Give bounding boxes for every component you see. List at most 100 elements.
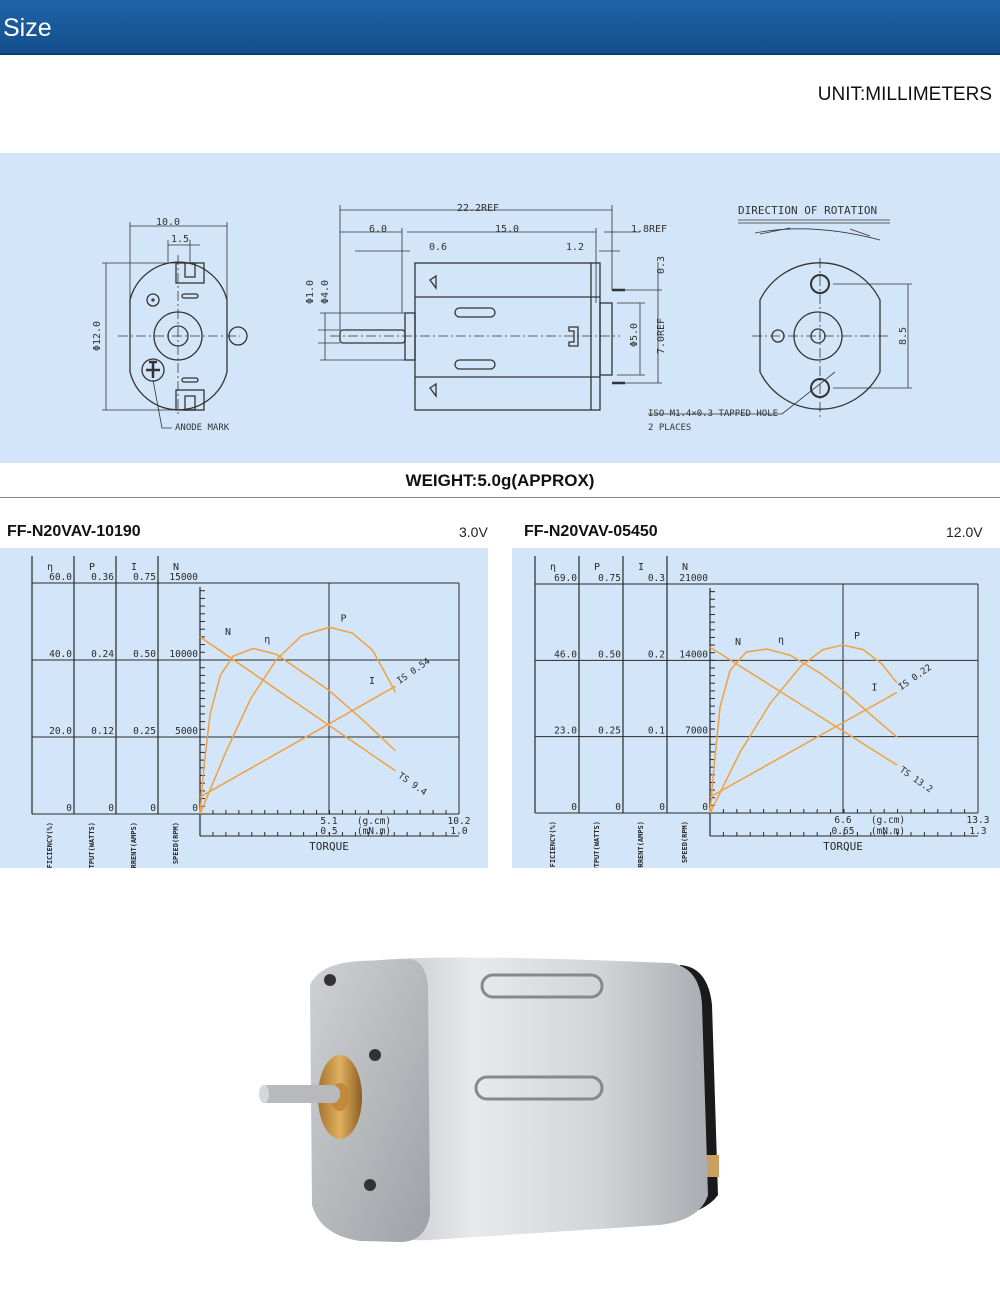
y-tick-label: 0 <box>702 802 708 813</box>
series-label: N <box>225 627 231 638</box>
series-label: η <box>264 634 270 645</box>
dim-terminal-span: 7.0REF <box>656 318 667 354</box>
dimension-drawing: 10.0 1.5 Φ12.0 ANODE MARK 22.2REF 6.0 15… <box>92 203 912 433</box>
x-axis-unit: (mN.m) <box>357 826 391 837</box>
y-tick-label: 46.0 <box>554 649 577 660</box>
x-tick-label: 1.3 <box>969 826 986 837</box>
dim-terminal: 0.3 <box>656 256 667 274</box>
x-tick-label: 0.65 <box>832 826 855 837</box>
series-label: η <box>778 635 784 646</box>
y-tick-label: 0 <box>108 803 114 814</box>
x-tick-label: 1.0 <box>450 826 467 837</box>
y-tick-label: 0 <box>192 803 198 814</box>
y-axis-label: SPEED(RPM) <box>172 822 180 864</box>
chart-2-voltage: 12.0V <box>946 524 983 540</box>
series-label: P <box>854 631 860 642</box>
y-tick-label: 5000 <box>175 726 198 737</box>
x-axis-title: TORQUE <box>823 840 863 853</box>
y-tick-label: 0.1 <box>648 726 665 737</box>
rear-view: DIRECTION OF ROTATION 8.5 ISO M1.4×0.3 T… <box>648 204 912 433</box>
series-line-I <box>199 685 396 798</box>
y-axis-label: OUTPUT(WATTS) <box>88 822 96 868</box>
y-tick-label: 0.2 <box>648 649 665 660</box>
x-axis-unit: (mN.m) <box>871 826 905 837</box>
y-tick-label: 0.50 <box>133 649 156 660</box>
weight-label: WEIGHT:5.0g(APPROX) <box>405 471 595 490</box>
x-axis-unit: (g.cm) <box>357 816 391 827</box>
y-axis-label: EFFICIENCY(%) <box>549 821 557 868</box>
x-tick-label: 0.5 <box>320 826 337 837</box>
divider <box>0 497 1000 498</box>
y-axis-label: CURRENT(AMPS) <box>637 821 645 868</box>
series-line-N <box>199 636 396 772</box>
dim-shaft-length: 6.0 <box>369 224 387 235</box>
y-axis-symbol: I <box>638 562 644 573</box>
x-axis-unit: (g.cm) <box>871 815 905 826</box>
y-tick-label: 0.25 <box>598 726 621 737</box>
y-tick-label: 0.36 <box>91 572 114 583</box>
dim-body-length: 15.0 <box>495 224 519 235</box>
series-label: P <box>340 613 346 624</box>
y-tick-label: 0 <box>150 803 156 814</box>
y-tick-label: 0 <box>66 803 72 814</box>
anode-mark-label: ANODE MARK <box>175 423 230 433</box>
y-tick-label: 23.0 <box>554 726 577 737</box>
dimension-drawing-panel: 10.0 1.5 Φ12.0 ANODE MARK 22.2REF 6.0 15… <box>0 153 1000 463</box>
y-tick-label: 0.75 <box>598 573 621 584</box>
chart-2-model: FF-N20VAV-05450 <box>524 523 658 540</box>
y-axis-symbol: P <box>89 562 95 573</box>
chart-1-voltage: 3.0V <box>459 524 488 540</box>
side-view: 22.2REF 6.0 15.0 1.8REF 0.6 1.2 Φ1.0 Φ4.… <box>305 203 667 411</box>
y-axis-label: EFFICIENCY(%) <box>46 822 54 868</box>
section-title: Size <box>3 14 52 42</box>
series-line-N <box>709 646 898 766</box>
x-tick-label: 13.3 <box>967 815 990 826</box>
x-tick-label: 5.1 <box>320 816 337 827</box>
y-tick-label: 10000 <box>169 649 198 660</box>
y-tick-label: 15000 <box>169 572 198 583</box>
y-tick-label: 0.25 <box>133 726 156 737</box>
y-tick-label: 69.0 <box>554 573 577 584</box>
y-axis-label: SPEED(RPM) <box>681 821 689 863</box>
y-tick-label: 0.3 <box>648 573 665 584</box>
hole-note: ISO M1.4×0.3 TAPPED HOLE <box>648 409 778 419</box>
dim-overall: 22.2REF <box>457 203 499 214</box>
x-axis-title: TORQUE <box>309 840 349 853</box>
series-line-P <box>709 644 898 814</box>
y-tick-label: 21000 <box>679 573 708 584</box>
unit-label: UNIT:MILLIMETERS <box>817 84 992 105</box>
y-tick-label: 0.75 <box>133 572 156 583</box>
series-line-I <box>709 691 898 798</box>
series-line-η <box>709 648 898 814</box>
section-header: Size <box>0 0 1000 55</box>
chart-2: η023.046.069.0EFFICIENCY(%)P00.250.500.7… <box>534 556 990 876</box>
y-axis-symbol: I <box>131 562 137 573</box>
series-label: I <box>872 682 878 693</box>
series-line-P <box>199 626 397 815</box>
y-axis-symbol: η <box>47 562 53 573</box>
dim-width: 10.0 <box>156 217 180 228</box>
motor-image <box>259 957 719 1242</box>
annotation-is: IS 0.22 <box>897 663 934 693</box>
front-view: 10.0 1.5 Φ12.0 ANODE MARK <box>92 217 248 433</box>
y-axis-symbol: P <box>594 562 600 573</box>
series-label: N <box>735 637 741 648</box>
y-tick-label: 0.12 <box>91 726 114 737</box>
x-tick-label: 10.2 <box>448 816 471 827</box>
dim-shaft-diameter: Φ1.0 <box>305 280 316 304</box>
y-tick-label: 7000 <box>685 726 708 737</box>
dim-slot: 1.5 <box>171 234 189 245</box>
annotation-is: IS 0.54 <box>396 657 433 687</box>
y-tick-label: 0 <box>615 802 621 813</box>
y-axis-symbol: N <box>173 562 179 573</box>
y-tick-label: 0 <box>571 802 577 813</box>
dim-boss-diameter: Φ4.0 <box>320 280 331 304</box>
x-tick-label: 6.6 <box>834 815 851 826</box>
series-label: I <box>369 676 375 687</box>
chart-1: η020.040.060.0EFFICIENCY(%)P00.120.240.3… <box>31 556 471 877</box>
y-axis-symbol: N <box>682 562 688 573</box>
y-tick-label: 20.0 <box>49 726 72 737</box>
chart-1-model: FF-N20VAV-10190 <box>7 523 141 540</box>
